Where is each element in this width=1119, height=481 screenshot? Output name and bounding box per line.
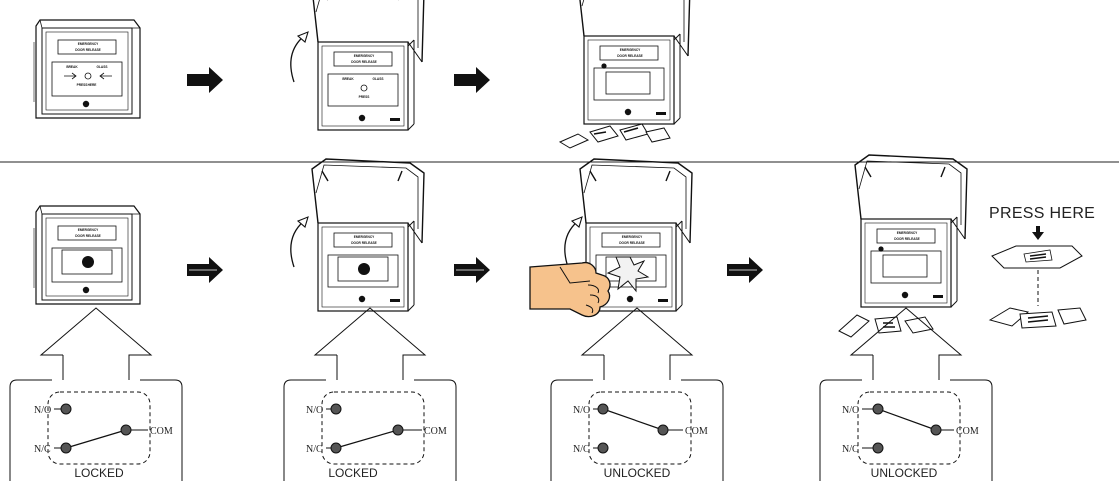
- switch-callout-4: N/O N/C COM UNLOCKED: [819, 307, 993, 481]
- device-label-glass: GLASS: [373, 77, 384, 81]
- terminal-com-label: COM: [956, 426, 979, 437]
- device-label-line2: DOOR RELEASE: [351, 241, 377, 245]
- bottom-arrow-1: [186, 256, 224, 284]
- bottom-arrow-2: [453, 256, 491, 284]
- terminal-nc-label: N/C: [34, 444, 51, 455]
- terminal-no-label: N/O: [34, 405, 51, 416]
- device-label-break: BREAK: [66, 65, 78, 69]
- top-arrow-2: [454, 67, 490, 93]
- terminal-no-label: N/O: [842, 405, 859, 416]
- terminal-nc-label: N/C: [306, 444, 323, 455]
- terminal-com-label: COM: [424, 426, 447, 437]
- bottom-step-2-lid-opening: EMERGENCY DOOR RELEASE: [290, 158, 425, 312]
- press-down-arrow-icon: [1032, 226, 1044, 240]
- impact-burst-icon: [606, 256, 650, 293]
- device-label-line2: DOOR RELEASE: [75, 234, 101, 238]
- device-label-line2: DOOR RELEASE: [617, 54, 643, 58]
- top-step-1-closed-device: EMERGENCY DOOR RELEASE BREAK GLASS PRESS…: [33, 19, 141, 119]
- switch-callout-3: N/O N/C COM UNLOCKED: [550, 307, 724, 481]
- device-label-line2: DOOR RELEASE: [351, 60, 377, 64]
- terminal-com-label: COM: [685, 426, 708, 437]
- device-label-line2: DOOR RELEASE: [619, 241, 645, 245]
- device-label-line2: DOOR RELEASE: [894, 237, 920, 241]
- terminal-nc-label: N/C: [573, 444, 590, 455]
- bottom-step-4-glass-removed: EMERGENCY DOOR RELEASE: [838, 154, 968, 338]
- device-label-line1: EMERGENCY: [354, 235, 375, 239]
- top-step-2-lid-opening: EMERGENCY DOOR RELEASE BREAK GLASS PRESS: [290, 0, 425, 131]
- glass-insert-lower: [988, 307, 1087, 329]
- top-step-3-glass-broken: EMERGENCY DOOR RELEASE: [558, 0, 691, 149]
- device-label-press: PRESS: [77, 83, 88, 87]
- glass-insert-upper: [991, 245, 1083, 269]
- device-label-line1: EMERGENCY: [78, 42, 99, 46]
- bottom-step-3-breaking-glass: EMERGENCY DOOR RELEASE: [529, 158, 693, 318]
- switch-state-label: UNLOCKED: [604, 466, 671, 480]
- device-label-line1: EMERGENCY: [897, 231, 918, 235]
- terminal-no-label: N/O: [306, 405, 323, 416]
- switch-state-label: LOCKED: [74, 466, 124, 480]
- terminal-no-label: N/O: [573, 405, 590, 416]
- device-label-line1: EMERGENCY: [354, 54, 375, 58]
- terminal-nc-label: N/C: [842, 444, 859, 455]
- device-label-here: HERE: [88, 83, 97, 87]
- bottom-step-1-locked-device: EMERGENCY DOOR RELEASE: [33, 205, 141, 305]
- device-label-line2: DOOR RELEASE: [75, 48, 101, 52]
- device-label-line1: EMERGENCY: [622, 235, 643, 239]
- device-label-press: PRESS: [359, 95, 370, 99]
- top-arrow-1: [187, 67, 223, 93]
- press-here-inset: PRESS HERE: [988, 205, 1095, 329]
- terminal-com-label: COM: [150, 426, 173, 437]
- device-label-break: BREAK: [342, 77, 354, 81]
- device-label-line1: EMERGENCY: [620, 48, 641, 52]
- switch-state-label: UNLOCKED: [871, 466, 938, 480]
- fist-icon: [529, 261, 611, 318]
- switch-callout-2: N/O N/C COM LOCKED: [283, 307, 457, 481]
- switch-callout-1: N/O N/C COM LOCKED: [9, 307, 183, 481]
- press-here-label: PRESS HERE: [989, 205, 1095, 222]
- device-label-glass: GLASS: [97, 65, 108, 69]
- switch-state-label: LOCKED: [328, 466, 378, 480]
- bottom-arrow-3: [726, 256, 764, 284]
- device-label-line1: EMERGENCY: [78, 228, 99, 232]
